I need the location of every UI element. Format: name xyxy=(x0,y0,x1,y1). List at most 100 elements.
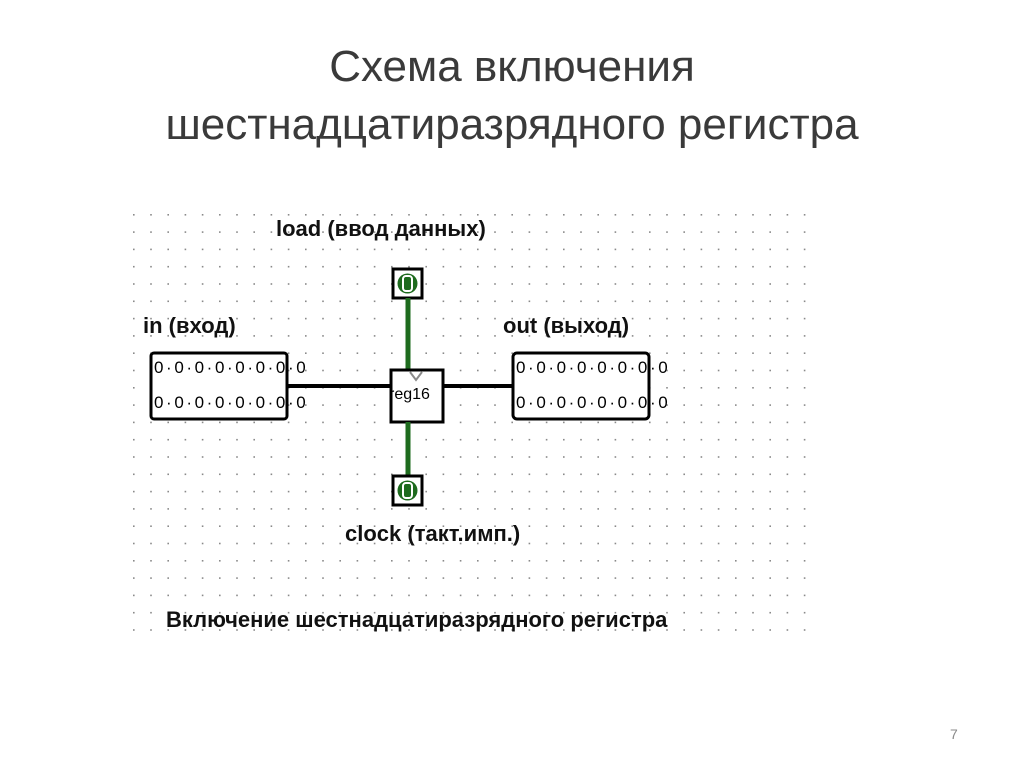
grid-dot xyxy=(425,542,427,545)
grid-dot xyxy=(769,283,771,285)
grid-dot xyxy=(735,490,737,493)
grid-dot xyxy=(511,490,513,493)
grid-dot xyxy=(442,490,445,493)
grid-dot xyxy=(545,473,548,476)
grid-dot xyxy=(373,456,376,458)
grid-dot xyxy=(270,317,273,320)
grid-dot xyxy=(597,508,599,510)
grid-dot xyxy=(563,300,565,303)
grid-dot xyxy=(133,387,135,389)
circuit-caption: Включение шестнадцатиразрядного регистра xyxy=(166,607,668,632)
grid-dot xyxy=(287,231,290,233)
grid-dot xyxy=(631,560,634,562)
grid-dot xyxy=(339,525,341,527)
grid-dot xyxy=(786,473,789,476)
grid-dot xyxy=(339,629,341,631)
grid-dot xyxy=(666,214,668,216)
grid-dot xyxy=(373,231,376,233)
grid-dot xyxy=(614,577,617,579)
grid-dot xyxy=(339,352,341,354)
grid-dot xyxy=(752,387,754,389)
grid-dot xyxy=(425,490,427,493)
grid-dot xyxy=(201,231,204,233)
grid-dot xyxy=(459,629,462,631)
grid-dot xyxy=(717,542,720,545)
grid-dot xyxy=(511,438,513,441)
grid-dot xyxy=(322,335,324,337)
grid-dot xyxy=(735,404,737,406)
grid-dot xyxy=(339,404,341,406)
grid-dot xyxy=(425,525,427,527)
grid-dot xyxy=(305,248,307,251)
grid-dot xyxy=(631,335,634,337)
grid-dot xyxy=(614,265,617,268)
grid-dot xyxy=(322,594,324,597)
grid-dot xyxy=(511,473,513,476)
grid-dot xyxy=(477,214,479,216)
grid-dot xyxy=(735,508,737,510)
grid-dot xyxy=(373,525,376,527)
grid-dot xyxy=(356,283,359,285)
grid-dot xyxy=(735,369,737,372)
grid-dot xyxy=(219,508,221,510)
grid-dot xyxy=(511,560,513,562)
grid-dot xyxy=(614,542,617,545)
grid-dot xyxy=(236,560,238,562)
grid-dot xyxy=(511,248,513,251)
grid-dot xyxy=(287,317,290,320)
grid-dot xyxy=(683,525,685,527)
grid-dot xyxy=(649,594,651,597)
grid-dot xyxy=(631,456,634,458)
grid-dot xyxy=(253,231,255,233)
grid-dot xyxy=(511,352,513,354)
grid-dot xyxy=(545,525,548,527)
grid-dot xyxy=(494,283,496,285)
grid-dot xyxy=(373,438,376,441)
grid-dot xyxy=(545,490,548,493)
grid-dot xyxy=(580,231,582,233)
grid-dot xyxy=(253,490,255,493)
grid-dot xyxy=(545,508,548,510)
grid-dot xyxy=(408,542,410,545)
grid-dot xyxy=(167,594,169,597)
grid-dot xyxy=(253,300,255,303)
grid-dot xyxy=(150,438,152,441)
grid-dot xyxy=(563,594,565,597)
grid-dot xyxy=(356,490,359,493)
grid-dot xyxy=(322,438,324,441)
grid-dot xyxy=(322,248,324,251)
load-label: load (ввод данных) xyxy=(276,216,486,241)
grid-dot xyxy=(391,629,393,631)
grid-dot xyxy=(322,508,324,510)
grid-dot xyxy=(305,542,307,545)
grid-dot xyxy=(752,300,754,303)
grid-dot xyxy=(803,421,806,424)
grid-dot xyxy=(236,283,238,285)
grid-dot xyxy=(700,369,703,372)
grid-dot xyxy=(287,560,290,562)
grid-dot xyxy=(666,335,668,337)
grid-dot xyxy=(184,629,187,631)
grid-dot xyxy=(563,265,565,268)
grid-dot xyxy=(322,490,324,493)
grid-dot xyxy=(305,577,307,579)
grid-dot xyxy=(769,369,771,372)
grid-dot xyxy=(270,248,273,251)
grid-dot xyxy=(614,629,617,631)
grid-dot xyxy=(219,542,221,545)
grid-dot xyxy=(287,490,290,493)
grid-dot xyxy=(253,611,255,614)
grid-dot xyxy=(219,317,221,320)
grid-dot xyxy=(391,594,393,597)
grid-dot xyxy=(442,577,445,579)
grid-dot xyxy=(253,473,255,476)
grid-dot xyxy=(494,352,496,354)
grid-dot xyxy=(683,369,685,372)
grid-dot xyxy=(494,369,496,372)
grid-dot xyxy=(373,369,376,372)
grid-dot xyxy=(219,300,221,303)
grid-dot xyxy=(236,214,238,216)
grid-dot xyxy=(700,508,703,510)
grid-dot xyxy=(356,421,359,424)
grid-dot xyxy=(236,300,238,303)
